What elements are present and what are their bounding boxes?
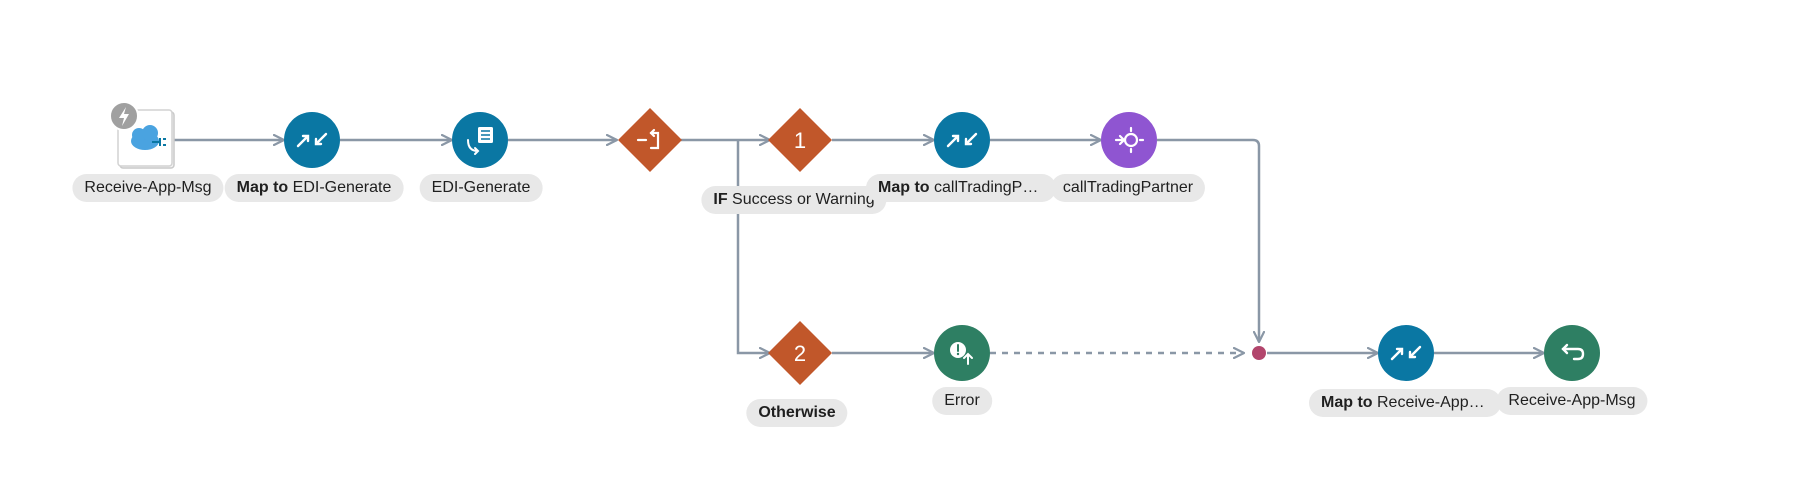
connector-call-to-join xyxy=(1157,138,1259,342)
lightning-badge-icon xyxy=(109,101,139,131)
map-node-call-trading-partner[interactable] xyxy=(934,112,990,168)
map-icon xyxy=(296,132,328,148)
map-icon xyxy=(1390,345,1422,361)
label-return-receive-app-msg[interactable]: Receive-App-Msg xyxy=(1496,387,1648,415)
label-if-success-or-warning[interactable]: IF Success or Warning xyxy=(701,186,887,214)
map-icon xyxy=(946,132,978,148)
trigger-node-receive[interactable] xyxy=(109,101,175,169)
return-node-receive-app-msg[interactable] xyxy=(1544,325,1600,381)
connectors xyxy=(172,140,1544,353)
error-node[interactable] xyxy=(934,325,990,381)
branch-2-node[interactable]: 2 xyxy=(768,321,832,385)
label-receive-app-msg[interactable]: Receive-App-Msg xyxy=(72,174,224,202)
join-point xyxy=(1252,346,1266,360)
label-map-to-call-trading-partner[interactable]: Map to callTradingPa… xyxy=(866,174,1056,202)
connector-switch-to-branch2 xyxy=(736,140,770,353)
throw-error-icon xyxy=(950,342,973,365)
label-map-to-receive-app-msg[interactable]: Map to Receive-App… xyxy=(1309,389,1501,417)
edi-icon xyxy=(467,127,493,155)
invoke-icon xyxy=(1114,126,1145,154)
switch-node[interactable] xyxy=(618,108,682,172)
branch-1-number: 1 xyxy=(794,128,806,153)
label-error[interactable]: Error xyxy=(932,387,992,415)
label-map-to-edi-generate[interactable]: Map to EDI-Generate xyxy=(224,174,404,202)
map-node-receive-app-msg[interactable] xyxy=(1378,325,1434,381)
label-call-trading-partner[interactable]: callTradingPartner xyxy=(1050,174,1206,202)
label-edi-generate[interactable]: EDI-Generate xyxy=(419,174,543,202)
label-otherwise[interactable]: Otherwise xyxy=(746,399,848,427)
invoke-node-call-trading-partner[interactable] xyxy=(1101,112,1157,168)
return-icon xyxy=(1561,343,1585,361)
branch-2-number: 2 xyxy=(794,341,806,366)
map-node-edi-generate[interactable] xyxy=(284,112,340,168)
cloud-adapter-icon xyxy=(131,125,166,150)
edi-generate-node[interactable] xyxy=(452,112,508,168)
switch-icon xyxy=(636,128,660,150)
branch-1-node[interactable]: 1 xyxy=(768,108,832,172)
